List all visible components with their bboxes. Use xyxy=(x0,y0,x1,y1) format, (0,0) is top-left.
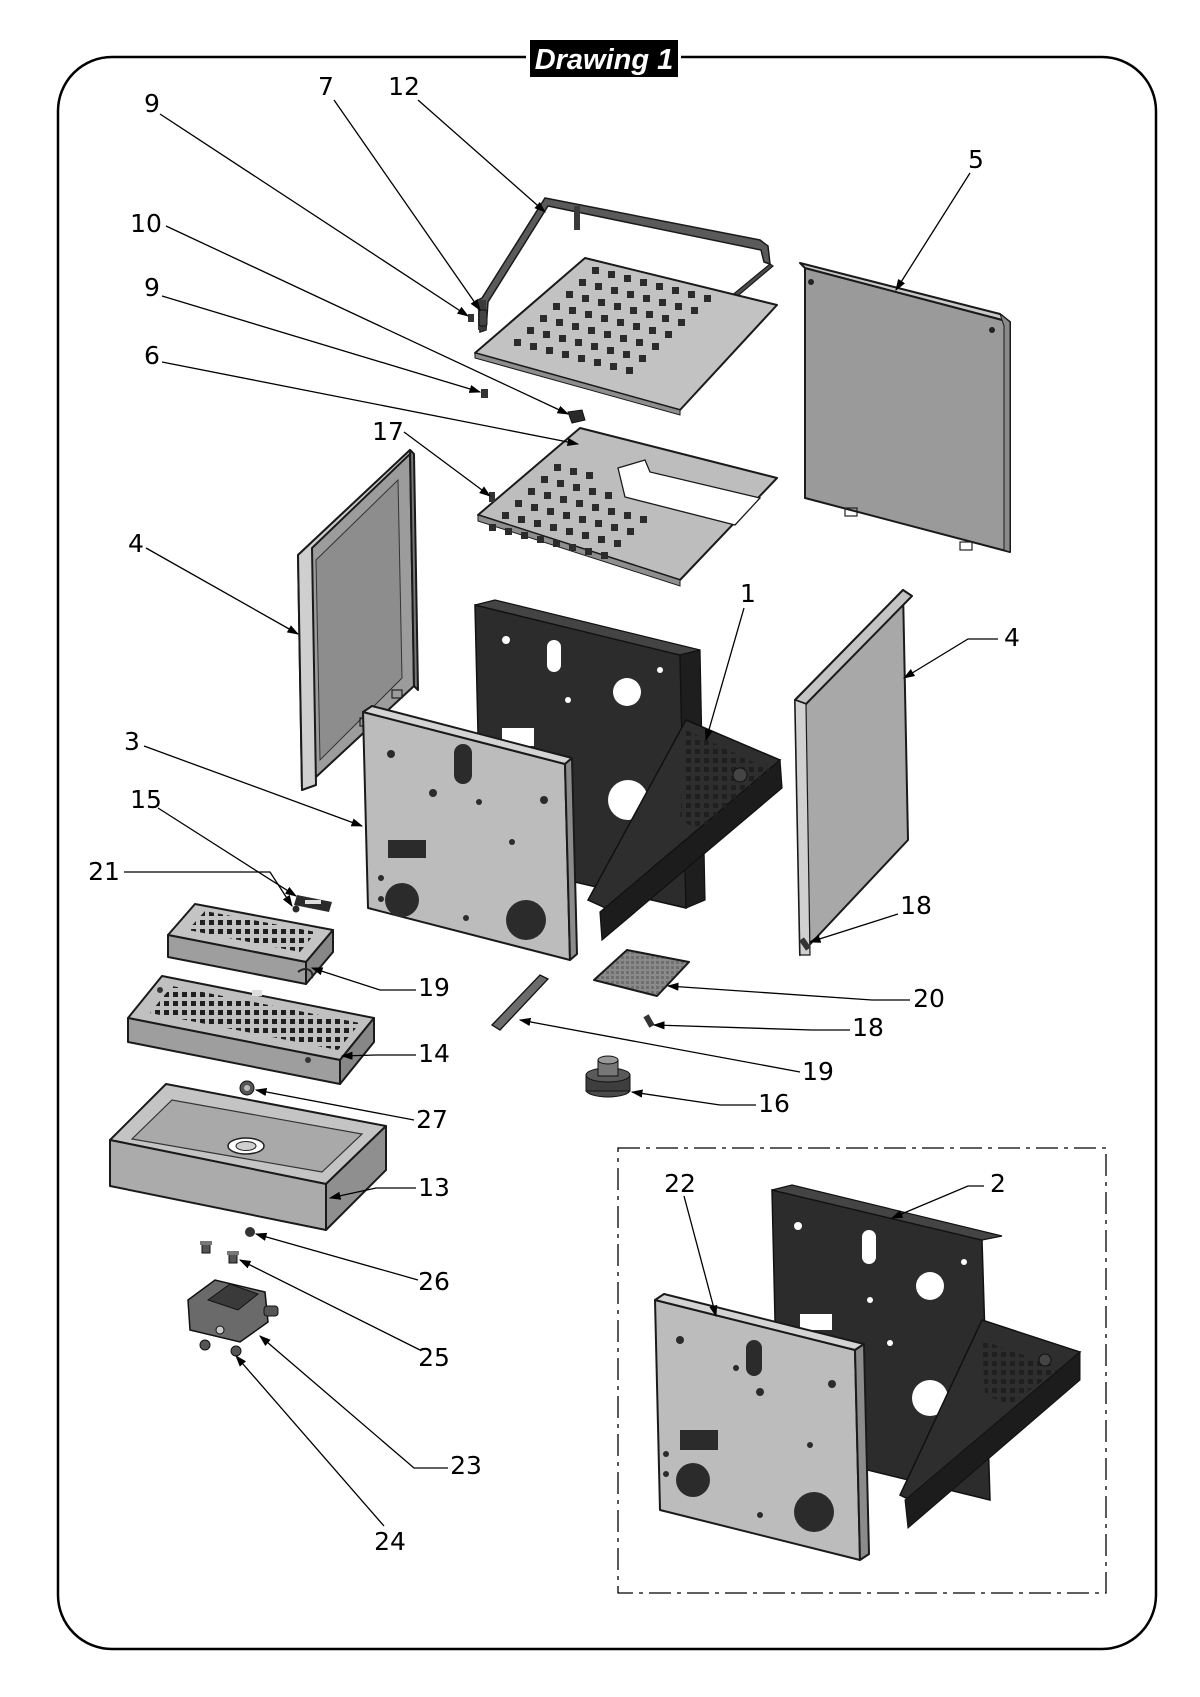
svg-text:3: 3 xyxy=(124,727,140,756)
svg-text:22: 22 xyxy=(664,1169,696,1198)
part-24-washer xyxy=(199,1339,242,1357)
callout-13: 13 xyxy=(328,1173,450,1202)
callout-3: 3 xyxy=(124,727,364,827)
callout-24: 24 xyxy=(235,1355,406,1556)
part-9-screw-upper xyxy=(468,314,474,322)
part-14-drip-grille xyxy=(127,975,375,1085)
callout-18-lower: 18 xyxy=(652,1013,884,1042)
callout-10: 10 xyxy=(130,209,570,415)
part-9-screw-lower xyxy=(481,389,488,398)
svg-text:12: 12 xyxy=(388,72,420,101)
callout-19-strip: 19 xyxy=(518,1017,834,1086)
drawing-title-tag: Drawing 1 xyxy=(526,36,681,80)
part-22-alt-front-panel xyxy=(654,1293,870,1561)
svg-text:25: 25 xyxy=(418,1343,450,1372)
part-18-screw-lower xyxy=(643,1014,655,1028)
svg-text:16: 16 xyxy=(758,1089,790,1118)
top-plate-perforations xyxy=(514,267,711,374)
part-20-cover-plate xyxy=(593,949,690,997)
drawing-title: Drawing 1 xyxy=(535,44,674,76)
part-5-back-panel xyxy=(799,262,1011,553)
svg-text:7: 7 xyxy=(318,72,334,101)
part-top-cover-plate xyxy=(474,257,778,416)
svg-text:21: 21 xyxy=(88,857,120,886)
callout-2: 2 xyxy=(890,1169,1006,1219)
svg-text:18: 18 xyxy=(900,891,932,920)
part-27-fitting xyxy=(239,1080,255,1096)
callout-6: 6 xyxy=(144,341,580,446)
svg-text:27: 27 xyxy=(416,1105,448,1134)
svg-text:14: 14 xyxy=(418,1039,450,1068)
svg-text:18: 18 xyxy=(852,1013,884,1042)
callout-27: 27 xyxy=(254,1087,448,1134)
svg-text:20: 20 xyxy=(913,984,945,1013)
part-23-drain-box xyxy=(187,1279,279,1343)
svg-text:24: 24 xyxy=(374,1527,406,1556)
svg-text:17: 17 xyxy=(372,417,404,446)
callout-21: 21 xyxy=(88,857,293,907)
svg-text:10: 10 xyxy=(130,209,162,238)
part-21-screw xyxy=(292,905,300,913)
upper-cover-perforations xyxy=(489,464,647,559)
svg-text:6: 6 xyxy=(144,341,160,370)
part-6-upper-cover-plate xyxy=(477,427,778,587)
part-19-small-grille xyxy=(167,903,334,985)
callout-4-right: 4 xyxy=(903,623,1020,679)
part-10-knob xyxy=(567,409,586,424)
svg-text:9: 9 xyxy=(144,273,160,302)
callout-20: 20 xyxy=(666,982,945,1013)
part-7-spacer xyxy=(478,309,488,327)
svg-text:19: 19 xyxy=(418,973,450,1002)
part-4-right-side-panel xyxy=(794,589,913,956)
part-19-strip xyxy=(490,974,550,1031)
part-13-drip-tray xyxy=(109,1083,387,1231)
callout-16: 16 xyxy=(630,1089,790,1118)
callout-4-left: 4 xyxy=(128,529,300,635)
callout-12: 12 xyxy=(388,72,546,213)
callout-9-top: 9 xyxy=(144,89,469,317)
svg-text:4: 4 xyxy=(1004,623,1020,652)
callout-19-small-grille: 19 xyxy=(310,967,450,1002)
svg-text:2: 2 xyxy=(990,1169,1006,1198)
callout-15: 15 xyxy=(130,785,297,897)
callout-17: 17 xyxy=(372,417,491,497)
callout-14: 14 xyxy=(340,1039,450,1068)
svg-text:5: 5 xyxy=(968,145,984,174)
part-17-screw xyxy=(489,492,495,502)
svg-text:1: 1 xyxy=(740,579,756,608)
callout-5: 5 xyxy=(895,145,984,291)
callout-23: 23 xyxy=(259,1335,482,1480)
svg-text:13: 13 xyxy=(418,1173,450,1202)
part-3-front-panel xyxy=(362,705,578,961)
svg-text:23: 23 xyxy=(450,1451,482,1480)
part-26-nut xyxy=(245,1227,255,1237)
svg-text:9: 9 xyxy=(144,89,160,118)
svg-text:4: 4 xyxy=(128,529,144,558)
callout-26: 26 xyxy=(254,1232,450,1296)
callout-1: 1 xyxy=(704,579,756,742)
callout-9-lower: 9 xyxy=(144,273,482,393)
svg-text:15: 15 xyxy=(130,785,162,814)
part-18-screw-right xyxy=(799,937,811,951)
svg-text:26: 26 xyxy=(418,1267,450,1296)
part-15-label-plate xyxy=(294,895,332,912)
callout-7: 7 xyxy=(318,72,481,311)
svg-text:19: 19 xyxy=(802,1057,834,1086)
alternative-assembly-box xyxy=(617,1147,1107,1594)
part-25-bolts xyxy=(200,1241,239,1264)
callout-25: 25 xyxy=(238,1259,450,1372)
callout-18-right: 18 xyxy=(808,891,932,943)
part-4-left-side-panel xyxy=(297,449,419,791)
callout-22: 22 xyxy=(664,1169,718,1318)
part-16-foot xyxy=(585,1055,631,1098)
